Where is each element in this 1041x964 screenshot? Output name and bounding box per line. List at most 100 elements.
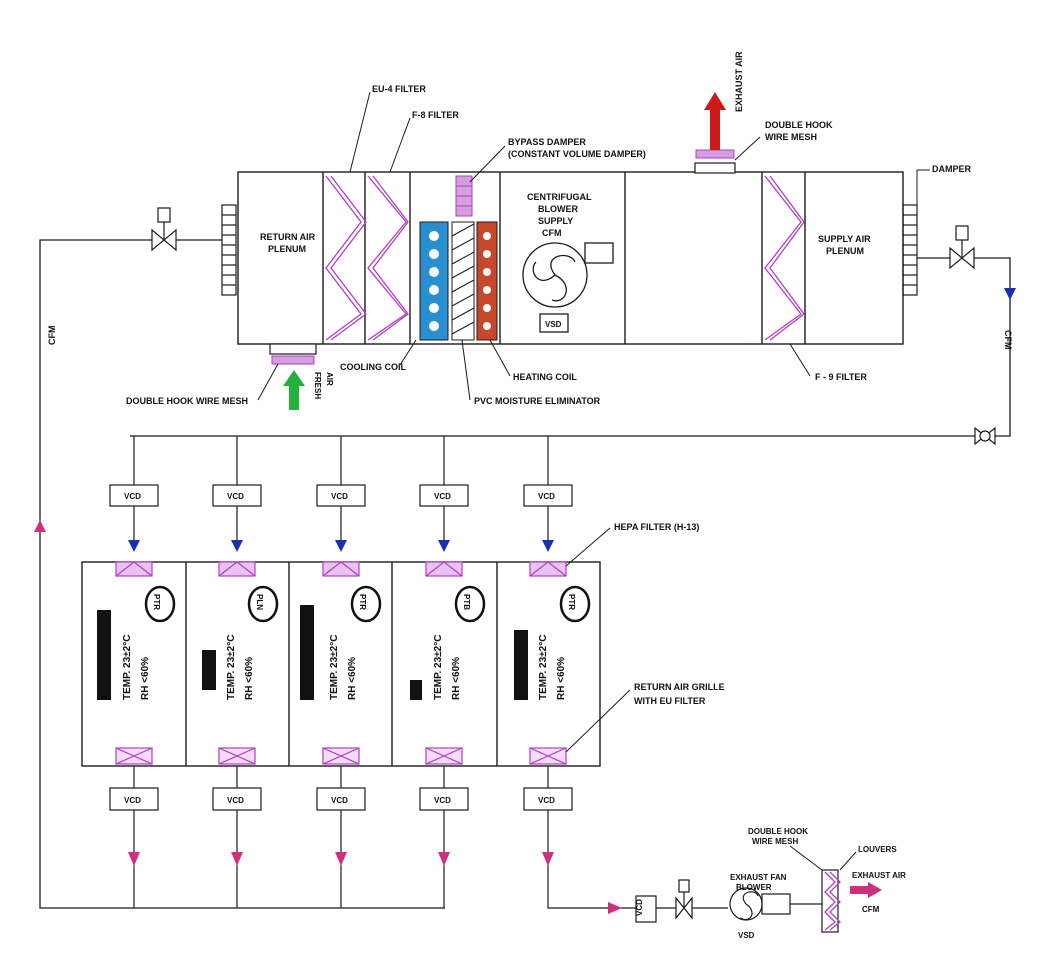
supply-valve	[949, 225, 975, 270]
room-temp: TEMP. 23±2°C	[122, 635, 133, 700]
vcd-label: VCD	[434, 492, 451, 501]
room-rh: RH <60%	[451, 657, 462, 700]
fan-label: BLOWER	[538, 204, 578, 214]
vcd-label: VCD	[434, 796, 451, 805]
exhaust-mesh-label: DOUBLE HOOK	[748, 827, 808, 836]
vsd-label: VSD	[545, 320, 562, 329]
room-rh: RH <60%	[347, 657, 358, 700]
bypass-damper-element	[455, 175, 473, 217]
vcd-label: VCD	[124, 492, 141, 501]
exhaust-fan-label: BLOWER	[736, 883, 772, 892]
return-grille-icon	[529, 747, 567, 765]
return-air-plenum-label: PLENUM	[268, 244, 306, 254]
return-arrows	[128, 852, 622, 914]
room-5: TEMP. 23±2°C RH <60% PTR	[514, 585, 591, 700]
exhaust-air-label: EXHAUST AIR	[734, 51, 744, 112]
fresh-air-intake	[269, 343, 317, 410]
vcd-label: VCD	[538, 492, 555, 501]
supply-branches	[109, 436, 573, 545]
return-grille-icon	[322, 747, 360, 765]
room-3: TEMP. 23±2°C RH <60% PTR	[300, 585, 382, 700]
exhaust-fan-label: EXHAUST FAN	[730, 873, 787, 882]
cooling-coil-label: COOLING COIL	[340, 362, 406, 372]
return-valve	[151, 207, 177, 252]
room-2: TEMP. 23±2°C RH <60% PLN	[202, 585, 279, 700]
fresh-air-label: FRESH	[313, 372, 322, 399]
wire-mesh-label: WIRE MESH	[765, 132, 817, 142]
return-cfm-label: CFM	[47, 326, 57, 346]
exhaust-system	[635, 869, 839, 933]
rooms: TEMP. 23±2°C RH <60% PTR TEMP. 23±2°C RH…	[97, 585, 591, 700]
exhaust-air-arrow	[704, 92, 726, 150]
eu4-filter-label: EU-4 FILTER	[372, 84, 426, 94]
louvers-label: LOUVERS	[858, 845, 897, 854]
return-grille-icon	[218, 747, 256, 765]
hepa-filter-icon	[529, 561, 567, 577]
badge-text: PTB	[462, 594, 471, 610]
return-vcd-labels: VCD VCD VCD VCD VCD	[124, 796, 555, 805]
badge-text: PTR	[358, 594, 367, 610]
fresh-air-arrow	[283, 370, 305, 410]
pressure-badge	[350, 585, 382, 623]
room-temp: TEMP. 23±2°C	[226, 635, 237, 700]
room-temp: TEMP. 23±2°C	[433, 635, 444, 700]
fan-label: SUPPLY	[538, 216, 573, 226]
return-air-plenum-label: RETURN AIR	[260, 232, 316, 242]
return-grilles	[115, 747, 567, 765]
moisture-eliminator-label: PVC MOISTURE ELIMINATOR	[474, 396, 601, 406]
eu4-filter-element	[325, 175, 367, 341]
supply-fan	[522, 242, 614, 333]
room-rh: RH <60%	[556, 657, 567, 700]
supply-arrows	[128, 540, 554, 552]
exhaust-mesh-label: WIRE MESH	[752, 837, 798, 846]
room-1: TEMP. 23±2°C RH <60% PTR	[97, 585, 176, 700]
heating-coil-label: HEATING COIL	[513, 372, 577, 382]
vcd-label: VCD	[124, 796, 141, 805]
exhaust-vcd-label: VCD	[635, 899, 644, 916]
supply-damper	[902, 204, 918, 296]
hepa-filter-icon	[322, 561, 360, 577]
supply-vcd-labels: VCD VCD VCD VCD VCD	[124, 492, 555, 501]
return-damper	[221, 204, 237, 296]
exhaust-opening	[694, 92, 736, 174]
constant-volume-damper-label: (CONSTANT VOLUME DAMPER)	[508, 149, 646, 159]
damper-label: DAMPER	[932, 164, 972, 174]
exhaust-cfm-label: CFM	[862, 905, 880, 914]
badge-text: PTR	[567, 594, 576, 610]
exhaust-labels: VCD EXHAUST FAN BLOWER VSD DOUBLE HOOK W…	[635, 827, 906, 940]
f9-filter-element	[764, 175, 805, 341]
return-grille-icon	[425, 747, 463, 765]
vcd-label: VCD	[538, 796, 555, 805]
room-4: TEMP. 23±2°C RH <60% PTB	[410, 585, 486, 700]
exhaust-air-label: EXHAUST AIR	[852, 871, 906, 880]
hepa-filters	[115, 561, 567, 577]
pressure-badge	[247, 585, 279, 623]
badge-text: PTR	[152, 594, 161, 610]
room-rh: RH <60%	[244, 657, 255, 700]
ahu-labels: RETURN AIR PLENUM CENTRIFUGAL BLOWER SUP…	[126, 51, 972, 406]
hepa-filter-icon	[425, 561, 463, 577]
f9-filter-label: F - 9 FILTER	[815, 372, 867, 382]
cooling-coil-element	[419, 221, 449, 341]
return-flow-arrow	[34, 520, 46, 532]
fan-label: CFM	[542, 228, 562, 238]
pressure-badge	[559, 585, 591, 623]
exhaust-outlet-arrow	[850, 882, 882, 898]
wire-mesh-label: DOUBLE HOOK	[765, 120, 833, 130]
f8-filter-label: F-8 FILTER	[412, 110, 459, 120]
double-hook-wire-mesh-label: DOUBLE HOOK WIRE MESH	[126, 396, 248, 406]
supply-air-plenum-label: SUPPLY AIR	[818, 234, 871, 244]
exhaust-mesh	[824, 871, 841, 931]
fresh-air-label: AIR	[325, 372, 334, 386]
room-temp: TEMP. 23±2°C	[538, 635, 549, 700]
pressure-badge	[144, 585, 176, 623]
return-branches	[109, 766, 636, 909]
room-temp: TEMP. 23±2°C	[329, 635, 340, 700]
supply-air-plenum-label: PLENUM	[826, 246, 864, 256]
hepa-filter-icon	[218, 561, 256, 577]
supply-branch-valve	[974, 426, 996, 446]
hepa-filter-icon	[115, 561, 153, 577]
hepa-filter-label: HEPA FILTER (H-13)	[614, 522, 699, 532]
f8-filter-element	[367, 175, 409, 341]
